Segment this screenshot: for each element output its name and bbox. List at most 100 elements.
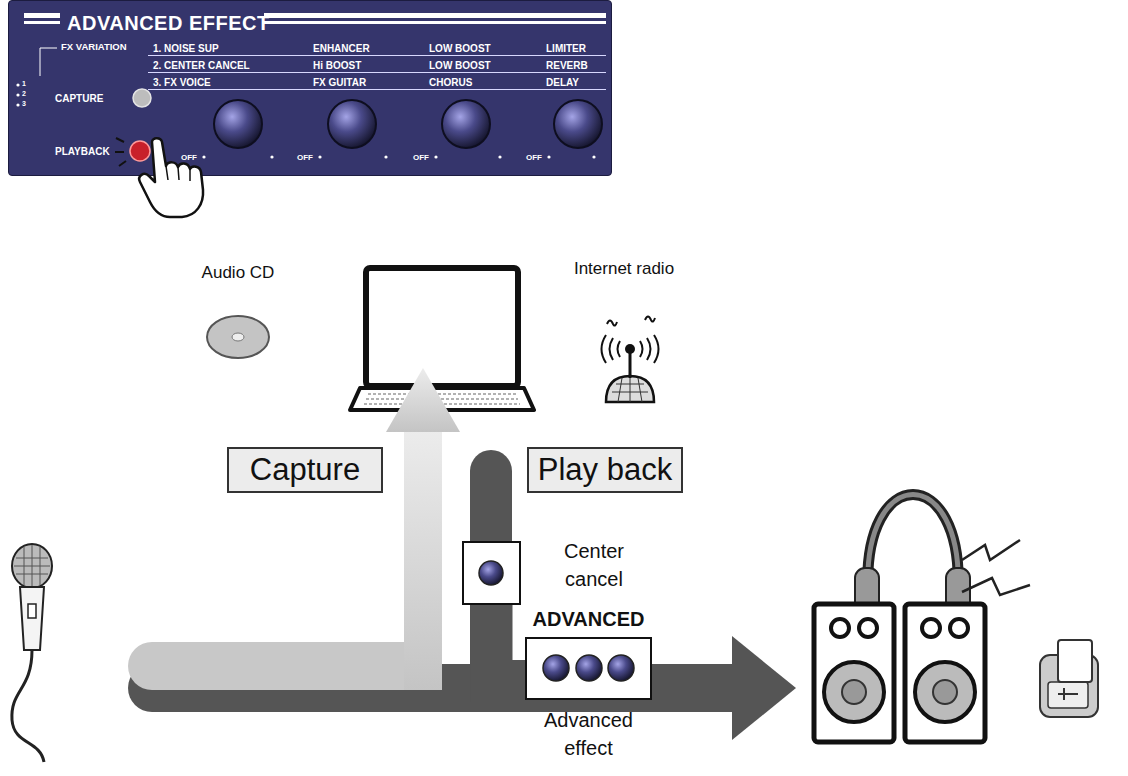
radio-base [606,376,654,402]
knob-scale-label: OFF [181,153,197,162]
scale-dot [547,155,550,158]
capture-band [128,642,442,690]
indicator-dot [16,93,19,96]
speaker-cabinet [905,604,985,742]
hand-creases [166,166,190,181]
press-marks [115,138,126,166]
center-cancel-box: Center cancel [462,541,521,605]
mic-grille [14,545,50,588]
effect-knob [442,100,490,148]
variation-bracket [40,48,57,76]
flow-label-box: Capture [227,447,383,493]
speaker-woofer [915,662,975,722]
panel-label: CHORUS [429,77,472,89]
radio-grid [612,376,648,402]
effect-knob [214,100,262,148]
advanced-knob [576,655,602,681]
title-stripe [264,21,606,24]
panel-label: ENHANCER [313,43,370,55]
speaker-tweeter [922,619,940,637]
radio-waves [602,335,659,363]
panel-label: DELAY [546,77,579,89]
panel-label: REVERB [546,60,588,72]
panel-label: FX GUITAR [313,77,366,89]
advanced-effect-box: ADVANCEDAdvanced effect [525,637,652,700]
indicator-dot [16,83,19,86]
knob-scale-label: OFF [526,153,542,162]
panel-label: LOW BOOST [429,60,491,72]
speaker-dustcap [842,680,866,704]
scale-dot [592,155,595,158]
title-stripe [24,21,60,24]
cd-hole [232,333,244,341]
outlet-plug [1058,640,1092,682]
center-cancel-knob [479,561,503,585]
sound-zigzag [962,540,1030,595]
panel-label: 2. CENTER CANCEL [153,60,250,72]
scale-dot [318,155,321,158]
source-label: Internet radio [554,259,694,279]
playback-arrowhead [732,636,796,740]
panel-label: 3. FX VOICE [153,77,211,89]
scale-dot [434,155,437,158]
flow-label: Capture [229,449,381,491]
radio-squiggle [607,317,655,326]
panel-title: ADVANCED EFFECT [67,12,270,35]
stage-label: Advanced effect [533,706,644,762]
control-panel: ADVANCED EFFECT FX VARIATION 1. NOISE SUP E… [8,0,612,176]
stage-label: Center cancel [554,537,634,593]
scale-dot [270,155,273,158]
row-rule [148,56,606,90]
speaker-tweeter [831,619,849,637]
button-label: CAPTURE [55,93,103,105]
scale-dot [202,155,205,158]
speaker-tweeter [859,619,877,637]
laptop-screen [366,268,518,386]
mic-head [12,544,52,588]
capture-arrowhead [386,368,460,432]
radio-tip [625,344,635,354]
radio-mast [629,352,632,378]
mic-body [20,587,44,650]
pointing-hand [139,138,203,217]
advanced-knob [608,655,634,681]
effect-knob [328,100,376,148]
headphone-band-inner [868,495,959,593]
source-label: Audio CD [178,263,298,283]
advanced-knob [543,655,569,681]
indicator-number: 2 [22,90,26,98]
knob-scale-label: OFF [413,153,429,162]
capture-button [133,89,151,107]
scale-dot [498,155,501,158]
panel-label: LIMITER [546,43,586,55]
title-stripe [24,13,60,18]
variation-label: FX VARIATION [61,42,127,53]
button-label: PLAYBACK [55,146,110,158]
flow-label: Play back [529,449,681,491]
panel-label: Hi BOOST [313,60,361,72]
indicator-number: 3 [22,100,26,108]
knob-scale-label: OFF [297,153,313,162]
speaker-woofer [824,662,884,722]
panel-label: 1. NOISE SUP [153,43,219,55]
outlet-socket [1048,682,1088,708]
speaker-cabinet [814,604,894,742]
speaker-tweeter [950,619,968,637]
signal-band [492,605,526,681]
indicator-number: 1 [22,80,26,88]
capture-riser [404,430,442,690]
speaker-dustcap [933,680,957,704]
panel-label: LOW BOOST [429,43,491,55]
cd-disc [207,316,269,358]
stage-heading: ADVANCED [515,608,662,631]
scale-dot [384,155,387,158]
headphone-band [868,495,959,593]
effect-knob [554,100,602,148]
playback-button [130,141,150,161]
mic-cable [12,650,44,762]
